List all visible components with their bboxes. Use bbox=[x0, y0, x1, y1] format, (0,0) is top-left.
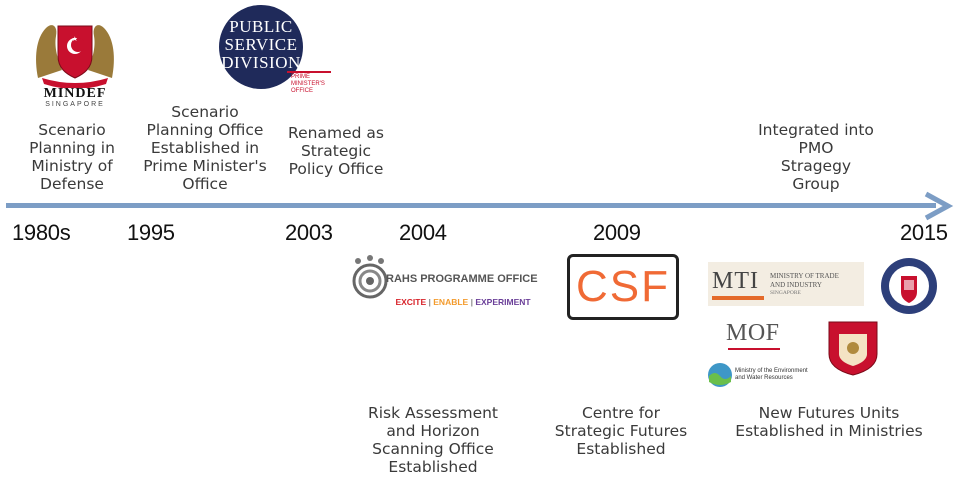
mha-seal-icon bbox=[881, 258, 937, 314]
mewr-line2: and Water Resources bbox=[735, 375, 793, 381]
mti-bar bbox=[712, 296, 764, 300]
mindef-title: MINDEF bbox=[43, 86, 107, 101]
mof-logo: MOF bbox=[726, 320, 786, 354]
rahs-logo: RAHS PROGRAMME OFFICE EXCITE | ENABLE | … bbox=[350, 255, 538, 307]
psd-line2: SERVICE bbox=[224, 35, 298, 54]
event-2003-text: Renamed as Strategic Policy Office bbox=[288, 124, 384, 178]
rahs-sep1: | bbox=[426, 297, 434, 307]
event-1995-text: Scenario Planning Office Established in … bbox=[143, 103, 267, 193]
mti-line3: SINGAPORE bbox=[770, 290, 801, 296]
rahs-enable: ENABLE bbox=[433, 297, 469, 307]
mindef-crest-icon bbox=[36, 25, 114, 89]
rahs-tagline: EXCITE | ENABLE | EXPERIMENT bbox=[386, 287, 531, 317]
year-1995: 1995 bbox=[127, 220, 175, 245]
timeline-arrow-line bbox=[6, 203, 936, 208]
rahs-title: RAHS PROGRAMME OFFICE bbox=[386, 273, 538, 285]
year-2004: 2004 bbox=[399, 220, 447, 245]
year-2009: 2009 bbox=[593, 220, 641, 245]
psd-tag2: MINISTER'S bbox=[291, 81, 325, 87]
mewr-line1: Ministry of the Environment bbox=[735, 368, 808, 374]
csf-logo: CSF bbox=[567, 254, 679, 320]
timeline-arrow-head-icon bbox=[924, 191, 954, 221]
event-1980s-text: Scenario Planning in Ministry of Defense bbox=[29, 121, 115, 193]
mindef-subtitle: SINGAPORE bbox=[45, 101, 105, 108]
psd-circle bbox=[219, 5, 303, 89]
mindef-logo: MINDEF SINGAPORE bbox=[28, 8, 122, 108]
rahs-experiment: EXPERIMENT bbox=[475, 297, 531, 307]
psd-line1: PUBLIC bbox=[229, 17, 293, 36]
psd-tag1: PRIME bbox=[291, 74, 311, 80]
mti-line2: AND INDUSTRY bbox=[770, 281, 822, 289]
csf-text: CSF bbox=[576, 262, 670, 311]
psd-tag3: OFFICE bbox=[291, 88, 313, 94]
red-crest-icon bbox=[828, 321, 878, 376]
mewr-logo: Ministry of the Environment and Water Re… bbox=[707, 362, 837, 390]
mof-abbr: MOF bbox=[726, 320, 780, 346]
mha-seal bbox=[879, 256, 939, 316]
rahs-excite: EXCITE bbox=[395, 297, 427, 307]
year-1980s: 1980s bbox=[12, 220, 71, 245]
year-2003: 2003 bbox=[285, 220, 333, 245]
mti-abbr: MTI bbox=[712, 268, 759, 294]
rahs-spiral-icon bbox=[352, 255, 388, 299]
event-2015-below-text: New Futures Units Established in Ministr… bbox=[735, 404, 923, 440]
event-2004-text: Risk Assessment and Horizon Scanning Off… bbox=[367, 404, 499, 476]
psd-line3: DIVISION bbox=[221, 53, 301, 72]
psd-logo: PUBLIC SERVICE DIVISION PRIME MINISTER'S… bbox=[219, 5, 335, 97]
red-crest-logo bbox=[827, 320, 879, 376]
mti-line1: MINISTRY OF TRADE bbox=[770, 272, 839, 280]
mti-logo: MTI MINISTRY OF TRADE AND INDUSTRY SINGA… bbox=[708, 262, 864, 306]
event-2015-above-text: Integrated into PMO Stragegy Group bbox=[758, 121, 874, 193]
mof-underline bbox=[728, 348, 780, 350]
mewr-wave-icon bbox=[708, 363, 732, 387]
year-2015: 2015 bbox=[900, 220, 948, 245]
rahs-sep2: | bbox=[468, 297, 476, 307]
event-2009-text: Centre for Strategic Futures Established bbox=[554, 404, 688, 458]
psd-underline bbox=[287, 71, 331, 73]
